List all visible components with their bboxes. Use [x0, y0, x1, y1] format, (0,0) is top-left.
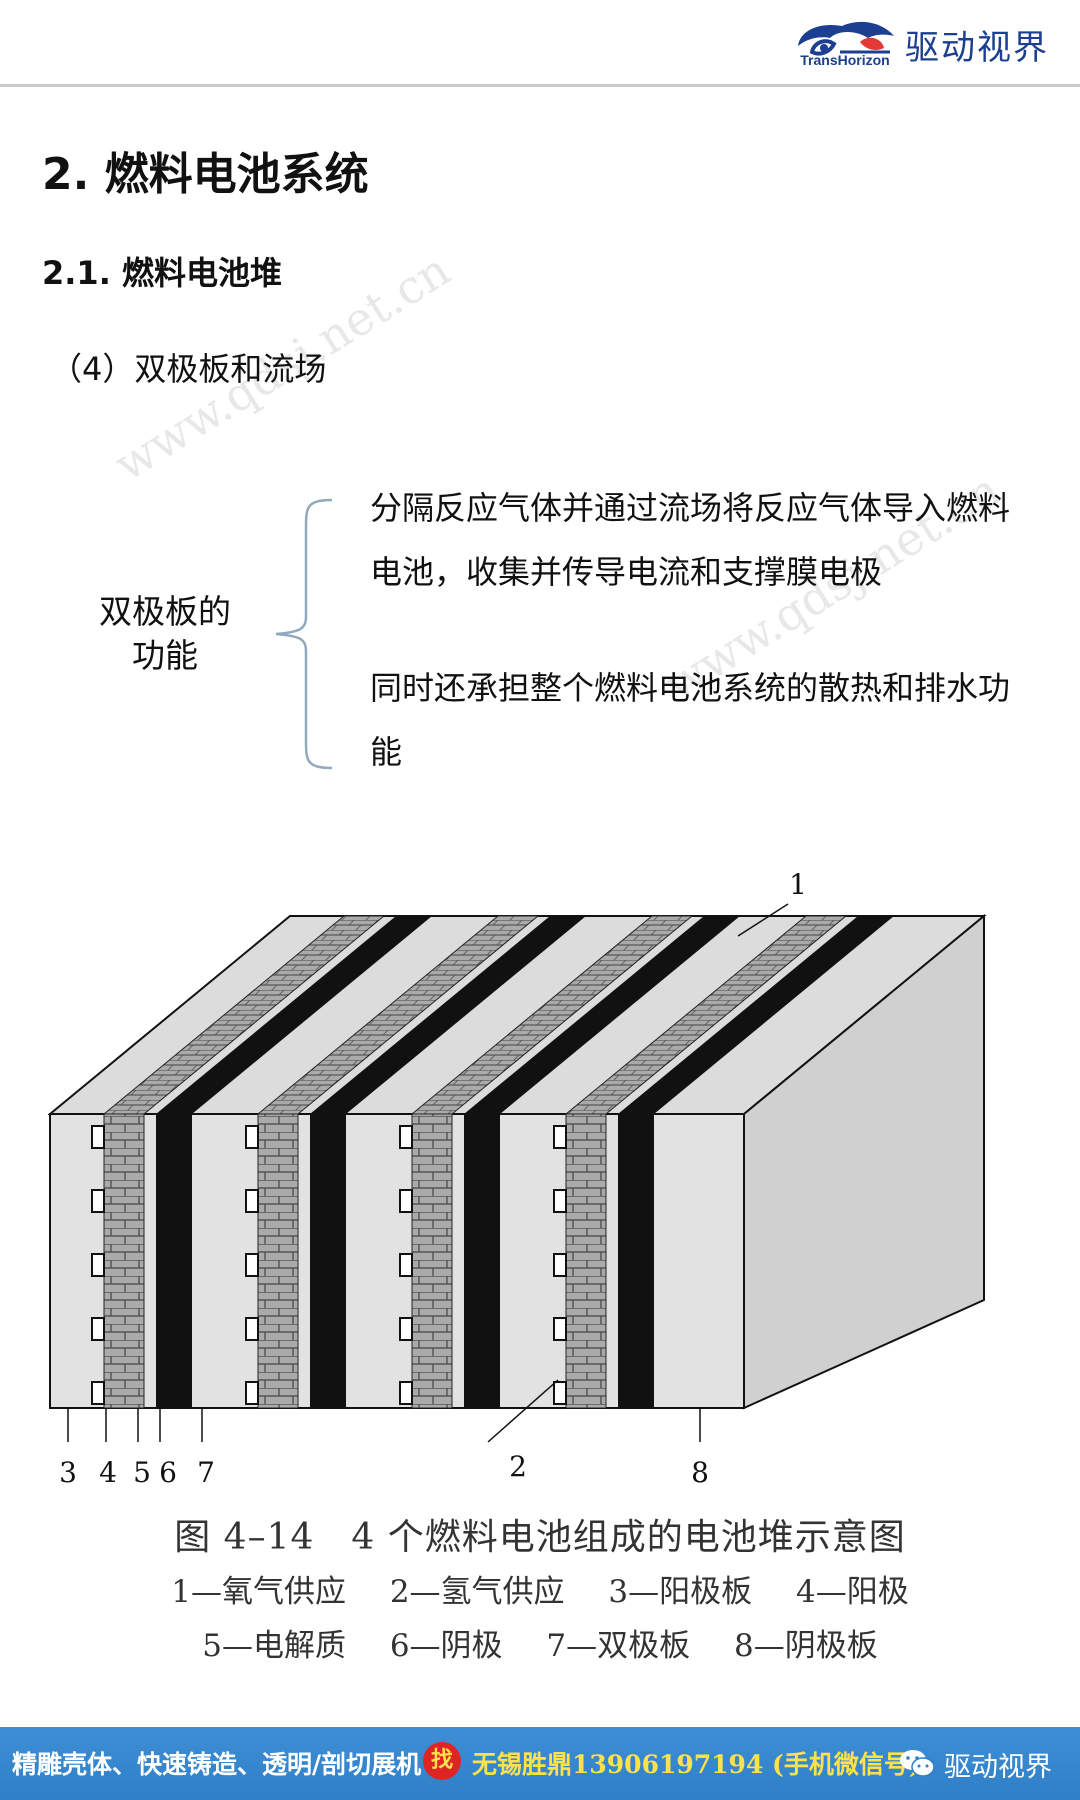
- legend-item: 6—阴极: [389, 1628, 503, 1664]
- footer-ad-text: 精雕壳体、快速铸造、透明/剖切展机: [12, 1750, 422, 1779]
- wechat-icon: [900, 1750, 935, 1777]
- callout-3: 3: [59, 1456, 77, 1489]
- legend-row: 5—电解质 6—阴极 7—双极板 8—阴极板: [0, 1620, 1080, 1665]
- header-divider: [0, 84, 1080, 87]
- footer-banner: 精雕壳体、快速铸造、透明/剖切展机 找 无锡胜鼎13906197194 (手机微…: [0, 1727, 1080, 1800]
- figure-caption: 图 4–14 4 个燃料电池组成的电池堆示意图: [174, 1517, 906, 1558]
- footer-brand: 驱动视界: [944, 1752, 1052, 1783]
- callout-1: 1: [789, 868, 807, 901]
- callout-8: 8: [691, 1456, 709, 1489]
- callout-6: 6: [159, 1456, 177, 1489]
- function-item: 分隔反应气体并通过流场将反应气体导入燃料电池，收集并传导电流和支撑膜电极: [370, 489, 1011, 591]
- legend-item: 4—阳极: [796, 1574, 909, 1610]
- callout-7: 7: [197, 1456, 215, 1489]
- curly-brace-icon: [275, 498, 333, 770]
- callout-5: 5: [133, 1456, 151, 1489]
- brand-name: 驱动视界: [905, 28, 1049, 68]
- section-heading: （4）双极板和流场: [50, 350, 327, 388]
- fuel-cell-stack-diagram: 1 2 3 4 5 6 7 8: [48, 868, 987, 1489]
- legend-item: 1—氧气供应: [171, 1574, 346, 1610]
- legend-item: 3—阳极板: [608, 1574, 753, 1610]
- function-label: 双极板的功能: [99, 592, 231, 675]
- legend-item: 5—电解质: [202, 1628, 346, 1664]
- footer-contact: 无锡胜鼎13906197194 (手机微信号): [472, 1750, 921, 1779]
- callout-2: 2: [509, 1450, 527, 1483]
- find-badge: 找: [423, 1742, 461, 1780]
- callout-4: 4: [99, 1456, 117, 1489]
- page-header: TransHorizon 驱动视界: [0, 0, 1080, 87]
- legend-item: 8—阴极板: [734, 1628, 878, 1664]
- legend-item: 7—双极板: [546, 1628, 691, 1664]
- legend-row: 1—氧气供应 2—氢气供应 3—阳极板 4—阳极: [0, 1566, 1080, 1611]
- car-swirl-logo-icon: [798, 21, 894, 56]
- page-title: 2. 燃料电池系统: [42, 149, 369, 200]
- logo-text: TransHorizon: [800, 52, 890, 68]
- section-subtitle: 2.1. 燃料电池堆: [42, 254, 282, 292]
- function-item: 同时还承担整个燃料电池系统的散热和排水功能: [370, 669, 1011, 771]
- legend-item: 2—氢气供应: [389, 1574, 565, 1610]
